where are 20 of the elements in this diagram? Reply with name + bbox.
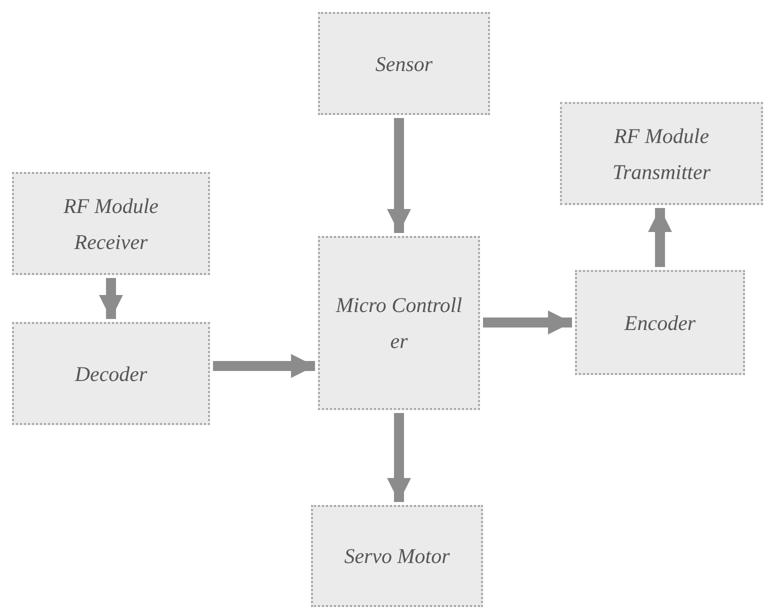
process-box <box>311 505 483 607</box>
arrow <box>387 413 411 502</box>
box-label: Decoder <box>74 360 148 388</box>
arrow <box>387 118 411 233</box>
process-box <box>12 172 210 275</box>
process-box <box>560 102 763 205</box>
box-label: Sensor <box>374 50 434 78</box>
box-label: Micro Controll er <box>334 292 464 355</box>
arrow <box>648 208 672 267</box>
box-label: Encoder <box>623 310 697 336</box>
box-label: RF Module Receiver <box>62 192 160 256</box>
box-label: RF Module Transmitter <box>611 122 712 186</box>
process-box <box>318 12 490 115</box>
process-box <box>318 236 480 410</box>
process-box <box>575 270 745 375</box>
arrow <box>99 278 123 319</box>
arrow <box>213 354 315 378</box>
arrow <box>483 310 572 334</box>
box-label: Servo Motor <box>343 543 451 570</box>
process-box <box>12 322 210 425</box>
